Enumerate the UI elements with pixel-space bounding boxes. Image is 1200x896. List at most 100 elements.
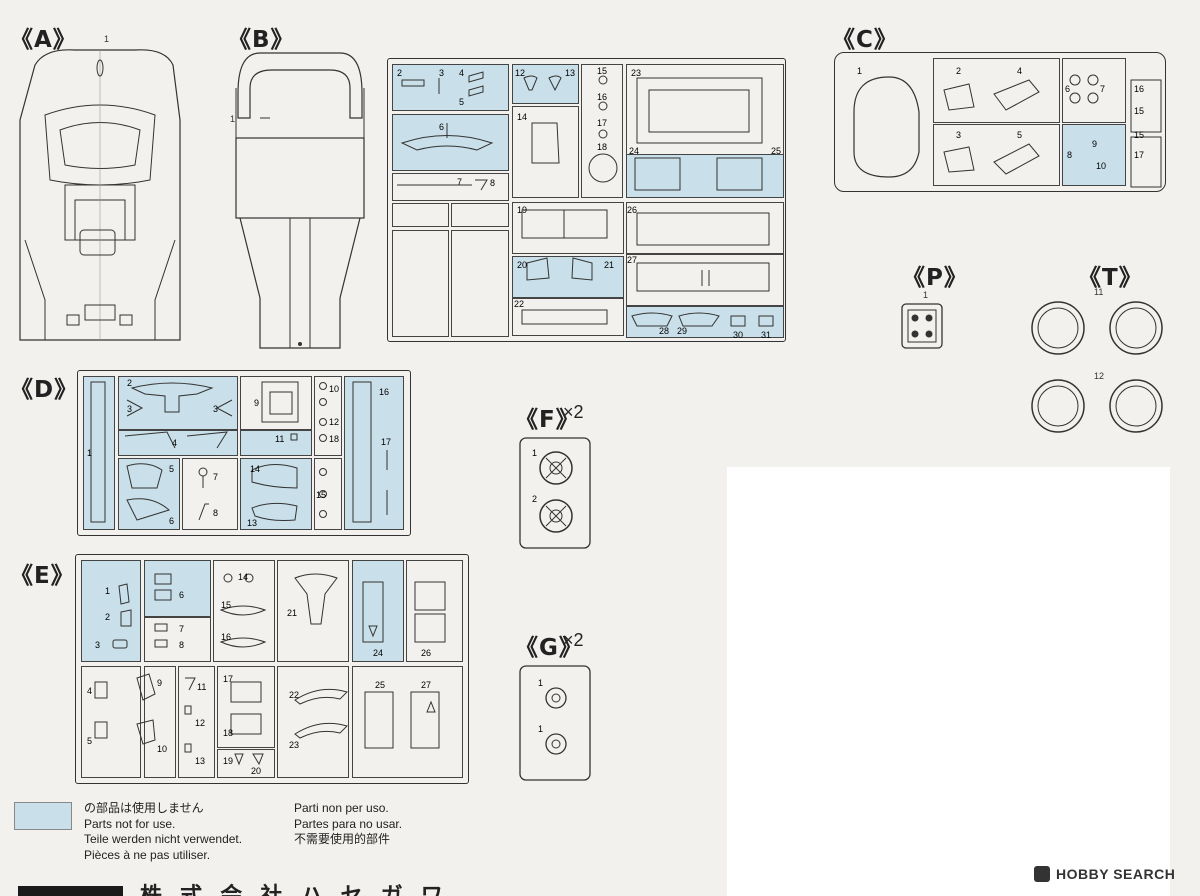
sprue-d-frame [77, 370, 411, 536]
d-num-7: 7 [213, 472, 218, 482]
d-num-16: 16 [379, 387, 389, 397]
main-num-16: 16 [597, 92, 607, 102]
e-num-12: 12 [195, 718, 205, 728]
main-part-22 [512, 298, 624, 336]
c-num-6: 6 [1065, 84, 1070, 94]
d-num-3b: 3 [213, 404, 218, 414]
f-num-2: 2 [532, 494, 537, 504]
c-num-3: 3 [956, 130, 961, 140]
e-num-14: 14 [238, 572, 248, 582]
watermark-text: HOBBY SEARCH [1056, 866, 1176, 882]
main-num-13: 13 [565, 68, 575, 78]
sprue-d-parts: 1 2 3 3 4 5 6 7 8 9 10 11 12 13 14 15 16… [87, 378, 391, 528]
main-num-2: 2 [397, 68, 402, 78]
e-part-22-23 [277, 666, 349, 778]
d-unused-2-3 [118, 376, 238, 430]
sprue-c-frame [834, 52, 1166, 192]
d-num-17: 17 [381, 437, 391, 447]
sprue-t-label: 《T》 [1078, 265, 1143, 291]
d-unused-16-17 [344, 376, 404, 530]
c-num-17: 17 [1134, 150, 1144, 160]
sprue-f-wheels: 1 2 [519, 437, 591, 549]
c-cell-6-7 [1062, 58, 1126, 123]
legend-jp: の部品は使用しません [84, 801, 204, 815]
watermark-logo-icon [1034, 866, 1050, 882]
main-blank-4 [451, 230, 509, 337]
main-num-26: 26 [627, 205, 637, 215]
e-num-15: 15 [221, 600, 231, 610]
d-num-14: 14 [250, 464, 260, 474]
d-num-6: 6 [169, 516, 174, 526]
d-num-9: 9 [254, 398, 259, 408]
d-num-11: 11 [275, 434, 284, 444]
c-num-8: 8 [1067, 150, 1072, 160]
main-part-14 [512, 106, 579, 198]
e-num-17: 17 [223, 674, 233, 684]
main-num-8: 8 [490, 178, 495, 188]
e-part-26 [406, 560, 463, 662]
sprue-f-quantity: ×2 [563, 402, 584, 422]
sprue-b-part-number: 1 [230, 114, 236, 124]
footer-bar [18, 886, 123, 896]
main-num-22: 22 [514, 299, 524, 309]
main-num-25: 25 [771, 146, 781, 156]
g-num-1b: 1 [538, 724, 543, 734]
main-part-26 [626, 202, 784, 254]
d-num-4: 4 [172, 438, 177, 448]
c-num-7: 7 [1100, 84, 1105, 94]
main-unused-28-31 [626, 306, 784, 338]
main-blank-1 [392, 203, 449, 227]
sprue-a-part-number: 1 [104, 34, 110, 44]
main-num-15: 15 [597, 66, 607, 76]
sprue-p-part [901, 303, 943, 349]
legend-en: Parts not for use. [84, 816, 176, 831]
legend-it: Parti non per uso. [294, 801, 389, 815]
legend-es: Partes para no usar. [294, 816, 403, 831]
d-num-3a: 3 [127, 404, 132, 414]
main-num-12: 12 [515, 68, 525, 78]
legend-unused-swatch [14, 802, 72, 830]
c-cell-2-4 [933, 58, 1060, 123]
legend-right-column: Parti non per uso. Partes para no usar. … [294, 801, 402, 848]
main-num-3: 3 [439, 68, 444, 78]
sprue-g-quantity: ×2 [563, 630, 584, 650]
d-part-9 [240, 376, 312, 430]
e-num-7: 7 [179, 624, 184, 634]
main-sprue-parts: 2 3 4 5 6 7 8 12 13 14 15 16 17 18 19 20… [397, 66, 781, 340]
d-unused-11 [240, 430, 312, 456]
e-num-5: 5 [87, 736, 92, 746]
main-num-5: 5 [459, 97, 464, 107]
sprue-c-label: 《C》 [832, 27, 898, 53]
main-blank-2 [451, 203, 509, 227]
legend-de: Teile werden nicht verwendet. [84, 832, 243, 846]
e-num-21: 21 [287, 608, 297, 618]
e-unused-6 [144, 560, 211, 617]
d-num-2: 2 [127, 378, 132, 388]
sprue-f-label: 《F》 [515, 407, 580, 433]
e-num-22: 22 [289, 690, 299, 700]
main-num-29: 29 [677, 326, 687, 336]
e-num-3: 3 [95, 640, 100, 650]
d-num-13: 13 [247, 518, 257, 528]
d-part-10-18 [314, 376, 342, 456]
main-num-31: 31 [761, 330, 771, 340]
legend-fr: Pièces à ne pas utiliser. [84, 847, 211, 862]
c-num-16: 16 [1134, 84, 1144, 94]
d-num-18: 18 [329, 434, 339, 444]
sprue-g-label: 《G》 [515, 635, 583, 661]
sprue-b-label: 《B》 [228, 27, 295, 53]
main-blank-3 [392, 230, 449, 337]
tires [1031, 301, 1163, 433]
main-num-27: 27 [627, 255, 637, 265]
main-part-27 [626, 254, 784, 306]
main-num-21: 21 [604, 260, 614, 270]
main-part-15-18 [581, 64, 623, 198]
c-cell-3-5 [933, 124, 1060, 186]
legend-left-column: の部品は使用しません Parts not for use. Teile werd… [84, 801, 242, 863]
car-underside-view [235, 52, 365, 349]
c-unused-8-10 [1062, 124, 1126, 186]
main-unused-2-5 [392, 64, 509, 111]
main-part-7-8 [392, 173, 509, 201]
d-num-1: 1 [87, 448, 92, 458]
e-num-1: 1 [105, 586, 110, 596]
